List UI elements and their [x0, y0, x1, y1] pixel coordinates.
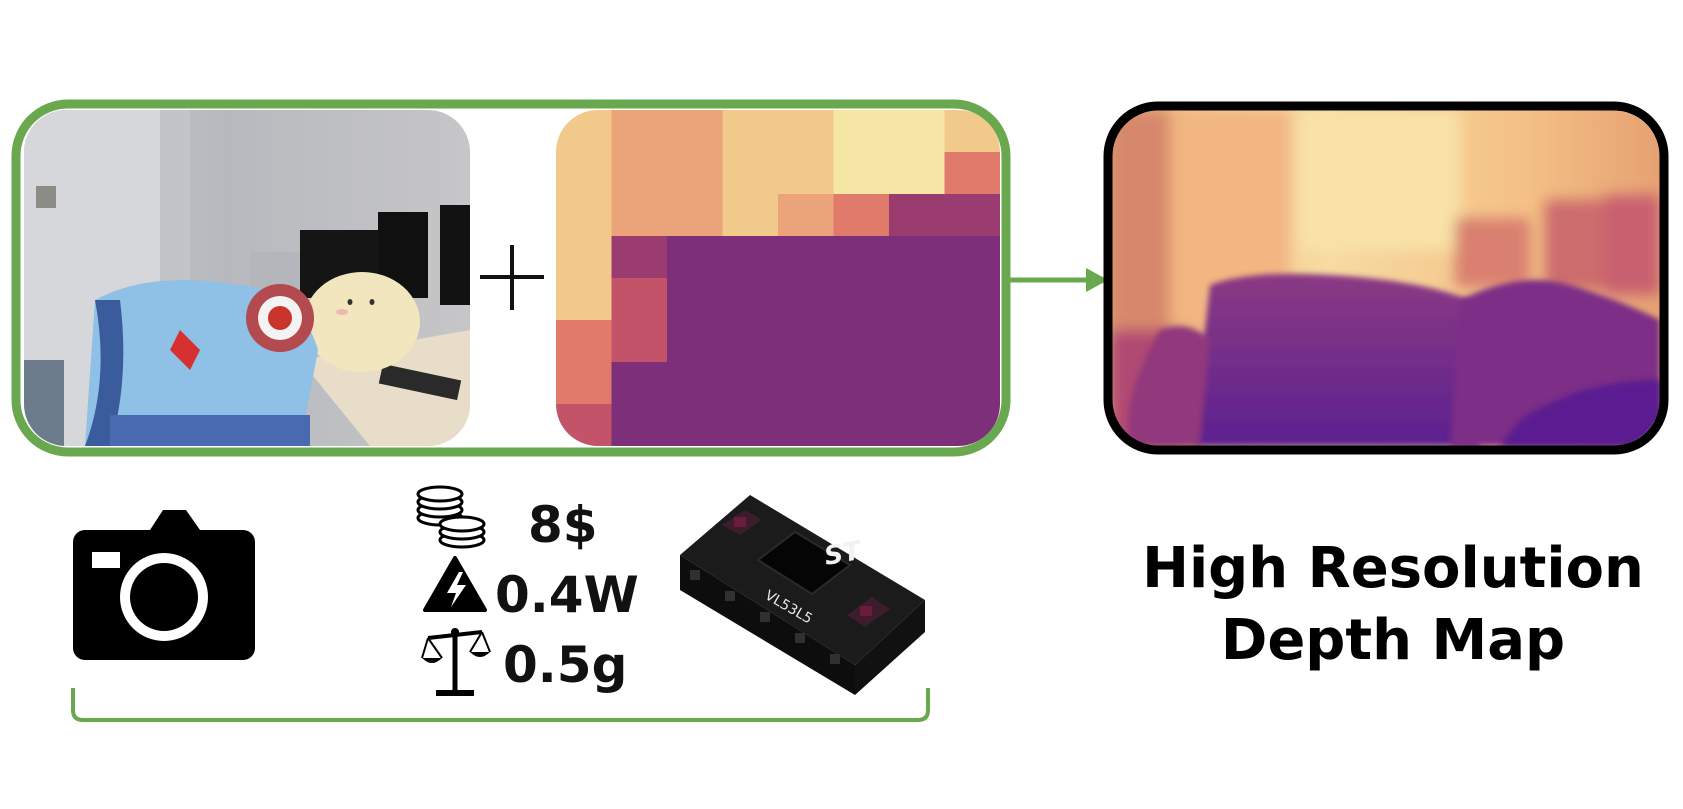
depth-grid-cell — [611, 194, 668, 237]
depth-grid-cell — [722, 236, 779, 279]
depth-grid-cell — [722, 362, 779, 405]
depth-grid-cell — [556, 236, 613, 279]
depth-grid-cell — [944, 362, 1000, 405]
depth-grid-cell — [722, 110, 779, 153]
camera-icon — [73, 510, 255, 660]
cost-value: 8$ — [528, 496, 598, 554]
depth-grid-cell — [556, 404, 613, 446]
depth-grid-cell — [556, 278, 613, 321]
depth-grid-cell — [944, 194, 1000, 237]
low-resolution-depth-grid — [556, 110, 1000, 446]
plus-symbol — [480, 245, 544, 310]
arrow — [1006, 268, 1108, 292]
depth-grid-cell — [667, 110, 724, 153]
depth-grid-cell — [556, 110, 613, 153]
depth-grid-cell — [778, 404, 835, 446]
output-title-line1: High Resolution — [1142, 536, 1644, 601]
depth-grid-cell — [778, 236, 835, 279]
depth-grid-cell — [667, 320, 724, 363]
depth-grid-cell — [722, 152, 779, 195]
depth-grid-cell — [833, 110, 890, 153]
depth-grid-cell — [611, 362, 668, 405]
depth-grid-cell — [611, 404, 668, 446]
depth-grid-cell — [944, 236, 1000, 279]
sensor-bracket — [71, 688, 930, 722]
power-value: 0.4W — [495, 566, 639, 624]
tof-sensor-chip: ST VL53L5 — [680, 495, 925, 695]
depth-grid-cell — [944, 152, 1000, 195]
depth-grid-cell — [889, 110, 946, 153]
depth-grid-cell — [889, 152, 946, 195]
high-voltage-icon — [423, 556, 487, 612]
depth-grid-cell — [667, 152, 724, 195]
output-title-line2: Depth Map — [1221, 608, 1565, 673]
depth-grid-cell — [833, 362, 890, 405]
depth-grid-cell — [889, 320, 946, 363]
depth-grid-cell — [889, 362, 946, 405]
chip-logo: ST — [822, 536, 865, 572]
depth-grid-cell — [833, 152, 890, 195]
depth-grid-cell — [667, 194, 724, 237]
depth-grid-cell — [778, 362, 835, 405]
output-border — [1103, 101, 1669, 455]
depth-grid-cell — [556, 362, 613, 405]
depth-grid-cell — [611, 110, 668, 153]
depth-grid-cell — [611, 152, 668, 195]
depth-grid-cell — [722, 404, 779, 446]
rgb-photo — [24, 110, 470, 446]
weight-value: 0.5g — [503, 636, 627, 694]
high-resolution-depth-map — [1103, 101, 1669, 455]
depth-grid-cell — [944, 278, 1000, 321]
depth-grid-cell — [667, 404, 724, 446]
depth-grid-cell — [778, 194, 835, 237]
depth-grid-cell — [833, 236, 890, 279]
depth-grid-cell — [833, 404, 890, 446]
depth-grid-cell — [889, 404, 946, 446]
depth-grid-cell — [889, 236, 946, 279]
depth-grid-cell — [722, 320, 779, 363]
depth-grid-cell — [722, 278, 779, 321]
depth-grid-cell — [556, 194, 613, 237]
depth-grid-cell — [833, 278, 890, 321]
depth-grid-cell — [778, 278, 835, 321]
depth-grid-cell — [556, 320, 613, 363]
coins-icon — [416, 485, 486, 549]
depth-grid-cell — [667, 362, 724, 405]
depth-grid-cell — [889, 194, 946, 237]
depth-grid-cell — [722, 194, 779, 237]
depth-grid-cell — [944, 320, 1000, 363]
depth-grid-cell — [667, 236, 724, 279]
depth-grid-cell — [611, 320, 668, 363]
depth-grid-cell — [833, 194, 890, 237]
depth-grid-cell — [778, 152, 835, 195]
input-group — [11, 99, 1011, 457]
depth-grid-cell — [778, 110, 835, 153]
depth-grid-cell — [778, 320, 835, 363]
depth-grid-cell — [833, 320, 890, 363]
balance-scale-icon — [421, 628, 491, 696]
depth-grid-cell — [556, 152, 613, 195]
depth-grid-cell — [611, 278, 668, 321]
depth-grid-cell — [889, 278, 946, 321]
depth-grid-cell — [611, 236, 668, 279]
depth-grid-cell — [667, 278, 724, 321]
